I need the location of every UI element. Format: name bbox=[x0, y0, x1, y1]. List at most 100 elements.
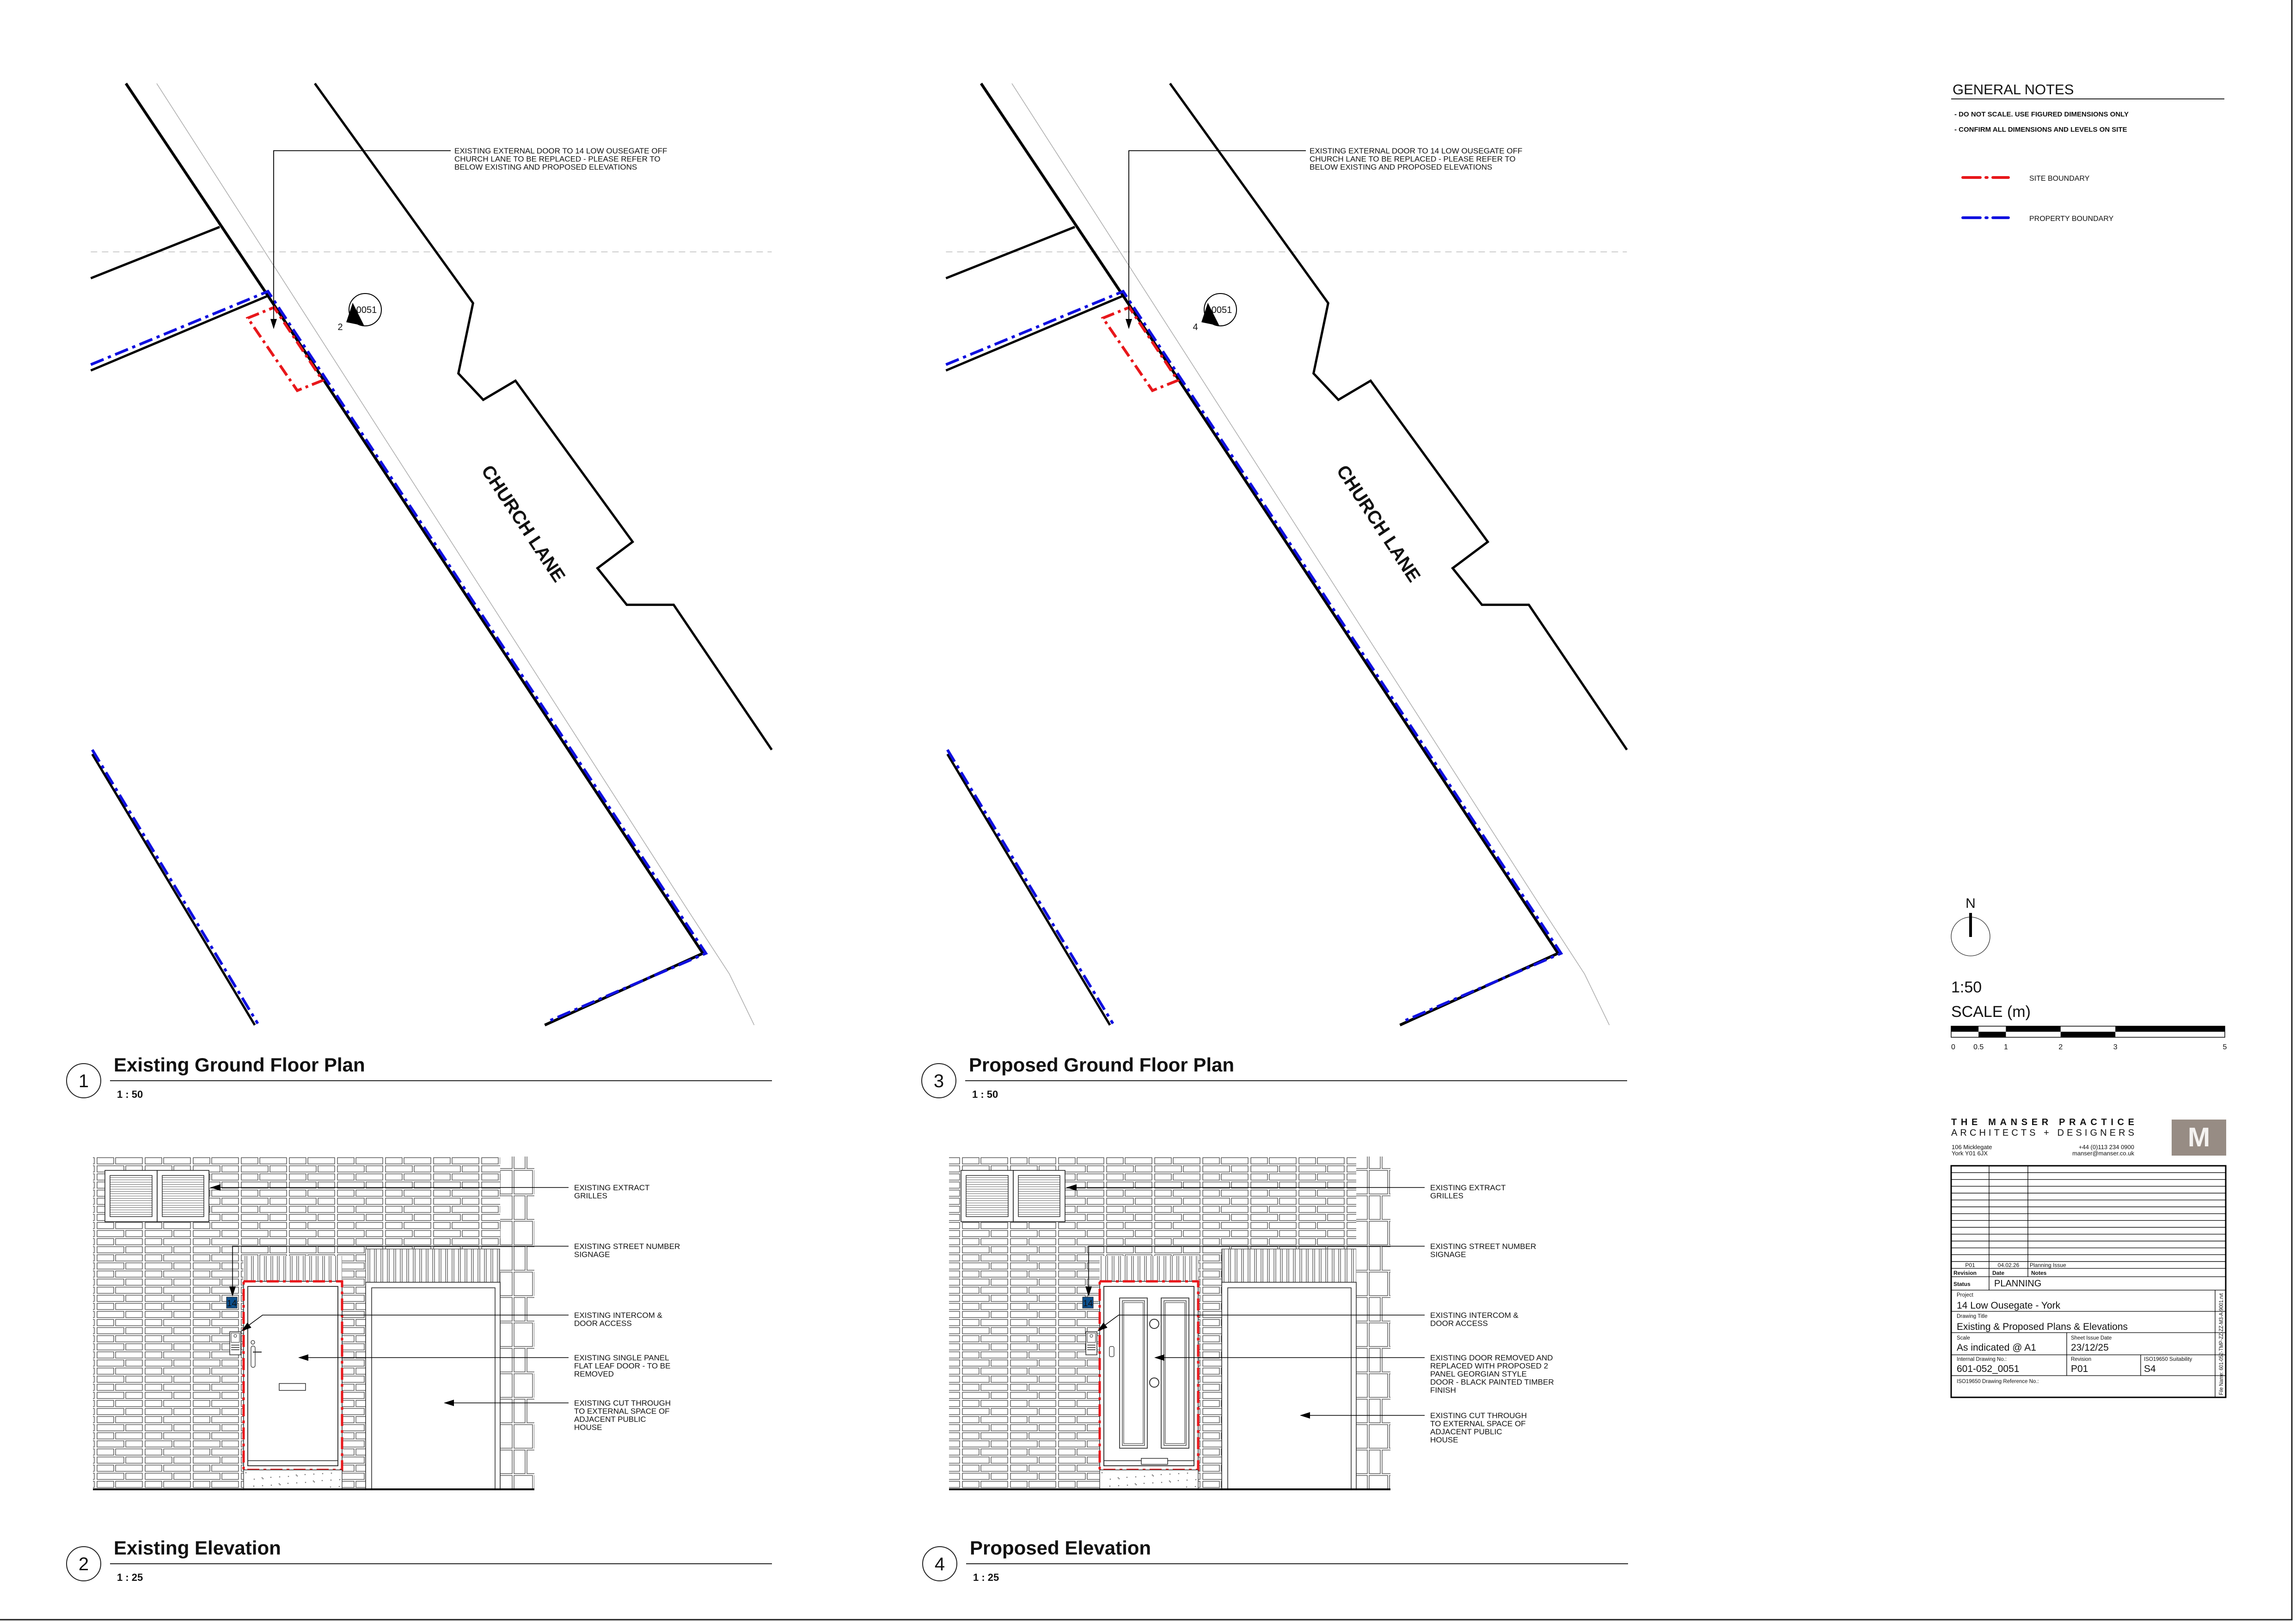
keyhole-icon bbox=[251, 1340, 255, 1345]
extract-grille bbox=[1013, 1170, 1065, 1222]
view-number: 3 bbox=[934, 1071, 944, 1091]
elevation-note: REMOVED bbox=[574, 1370, 614, 1378]
suitability-label: ISO19650 Suitability bbox=[2144, 1357, 2192, 1362]
leader-arrow-icon bbox=[1126, 319, 1132, 329]
status-label: Status bbox=[1953, 1281, 1971, 1287]
view-number: 2 bbox=[79, 1554, 89, 1574]
project-value: 14 Low Ousegate - York bbox=[1957, 1300, 2061, 1311]
elevation-marker: 0051 2 bbox=[337, 293, 382, 332]
lane-edge-line bbox=[156, 83, 755, 1025]
cut-through-opening bbox=[365, 1282, 501, 1490]
leader-arrow-icon bbox=[229, 1286, 236, 1297]
sheet-issue-date-value: 23/12/25 bbox=[2071, 1342, 2109, 1353]
email-address: manser@manser.co.uk bbox=[2072, 1150, 2134, 1157]
soldier-arch bbox=[365, 1249, 501, 1283]
leader-arrow-icon bbox=[444, 1400, 454, 1406]
elevation-note: EXISTING CUT THROUGH bbox=[574, 1399, 671, 1408]
elevation-note: SIGNAGE bbox=[1430, 1250, 1466, 1259]
scale-title: SCALE (m) bbox=[1951, 1003, 2031, 1021]
extract-grille bbox=[961, 1170, 1014, 1222]
marker-view-ref: 2 bbox=[337, 322, 343, 332]
site-boundary bbox=[1098, 1280, 1200, 1471]
marker-sheet-ref: 0051 bbox=[1212, 305, 1232, 315]
leader-line bbox=[245, 1315, 569, 1328]
marker-sheet-ref: 0051 bbox=[356, 305, 377, 315]
property-boundary bbox=[946, 749, 1114, 1024]
scale-tick-label: 5 bbox=[2223, 1043, 2227, 1051]
intercom-panel bbox=[229, 1331, 241, 1355]
revision-label: Revision bbox=[2071, 1357, 2091, 1362]
address-line: York Y01 6JX bbox=[1952, 1150, 1988, 1157]
general-note-item: - CONFIRM ALL DIMENSIONS AND LEVELS ON S… bbox=[1954, 126, 2127, 134]
entrance-door bbox=[1099, 1281, 1199, 1470]
leader-arrow-icon bbox=[270, 319, 277, 329]
elevation-note: EXISTING STREET NUMBER bbox=[574, 1242, 680, 1251]
date-header: Date bbox=[1992, 1270, 2004, 1276]
view-title: 1 Existing Ground Floor Plan 1 : 50 bbox=[66, 1054, 772, 1100]
building-wall bbox=[90, 294, 269, 372]
general-note-item: - DO NOT SCALE. USE FIGURED DIMENSIONS O… bbox=[1954, 110, 2129, 118]
leader-line bbox=[273, 150, 451, 321]
logo-letter: M bbox=[2188, 1122, 2210, 1152]
revision-value: P01 bbox=[2071, 1364, 2088, 1374]
property-boundary bbox=[90, 289, 708, 1024]
view-number-bubble bbox=[921, 1063, 956, 1098]
brick-pier bbox=[500, 1157, 534, 1489]
brick-wall bbox=[1222, 1157, 1356, 1249]
scale-tick-label: 2 bbox=[2058, 1043, 2063, 1051]
view-number: 1 bbox=[79, 1071, 89, 1091]
sheet-issue-date-label: Sheet Issue Date bbox=[2071, 1335, 2112, 1341]
plan-note: BELOW EXISTING AND PROPOSED ELEVATIONS bbox=[1310, 163, 1492, 171]
legend-label: PROPERTY BOUNDARY bbox=[2029, 215, 2114, 223]
drawing-title-label: Drawing Title bbox=[1957, 1314, 1987, 1319]
elevation-note: REPLACED WITH PROPOSED 2 bbox=[1430, 1362, 1548, 1371]
view-number-bubble bbox=[922, 1546, 957, 1581]
elevation-note: GRILLES bbox=[1430, 1192, 1463, 1200]
view-title-text: Existing Elevation bbox=[114, 1537, 281, 1559]
marker-pointer-icon bbox=[1201, 303, 1219, 326]
scale-bar-segment bbox=[1951, 1026, 1979, 1032]
site-boundary bbox=[245, 306, 325, 392]
street-number-plaque: 14 bbox=[226, 1297, 238, 1309]
north-label: N bbox=[1965, 896, 1976, 911]
leader-arrow-icon bbox=[1066, 1184, 1077, 1191]
general-notes-title: GENERAL NOTES bbox=[1953, 81, 2074, 98]
extract-grille bbox=[104, 1170, 158, 1222]
opposite-building-wall bbox=[314, 83, 773, 751]
plan-note: EXISTING EXTERNAL DOOR TO 14 LOW OUSEGAT… bbox=[454, 147, 667, 155]
internal-drawing-no-label: Internal Drawing No.: bbox=[1957, 1357, 2007, 1362]
leader-arrow-icon bbox=[1300, 1412, 1310, 1419]
elevation-note: DOOR ACCESS bbox=[1430, 1319, 1488, 1328]
view-number-bubble bbox=[66, 1063, 101, 1098]
view-scale: 1 : 25 bbox=[117, 1572, 143, 1583]
plan-note: CHURCH LANE TO BE REPLACED - PLEASE REFE… bbox=[454, 155, 661, 164]
leader-arrow-icon bbox=[241, 1322, 251, 1331]
elevation-note: EXISTING INTERCOM & bbox=[574, 1311, 662, 1320]
door-leaf bbox=[1103, 1286, 1194, 1466]
view-scale: 1 : 50 bbox=[117, 1089, 143, 1100]
plan-note: BELOW EXISTING AND PROPOSED ELEVATIONS bbox=[454, 163, 637, 171]
elevation-note: TO EXTERNAL SPACE OF bbox=[1430, 1420, 1526, 1428]
threshold-step bbox=[1099, 1469, 1199, 1490]
notes-header: Notes bbox=[2031, 1270, 2047, 1276]
project-label: Project bbox=[1957, 1292, 1974, 1298]
street-number: 14 bbox=[1083, 1299, 1093, 1309]
leader-line bbox=[1128, 150, 1306, 321]
lane-edge-line bbox=[1011, 83, 1610, 1025]
view-title-text: Existing Ground Floor Plan bbox=[114, 1054, 365, 1076]
building-wall bbox=[945, 226, 1076, 280]
suitability-value: S4 bbox=[2144, 1364, 2156, 1374]
legend-label: SITE BOUNDARY bbox=[2029, 175, 2090, 183]
leader-arrow-icon bbox=[1097, 1322, 1108, 1331]
elevation-note: GRILLES bbox=[574, 1192, 607, 1200]
building-wall bbox=[946, 753, 1111, 1026]
file-name: File Name: 601-052-TMP-ZZ-ZZ-M3-A-9001.r… bbox=[2218, 1293, 2224, 1395]
elevation-note: HOUSE bbox=[1430, 1436, 1458, 1444]
leader-arrow-icon bbox=[1085, 1286, 1092, 1297]
revision-header: Revision bbox=[1953, 1270, 1977, 1276]
scale-tick-label: 0.5 bbox=[1973, 1043, 1984, 1051]
extract-grille bbox=[157, 1170, 209, 1222]
